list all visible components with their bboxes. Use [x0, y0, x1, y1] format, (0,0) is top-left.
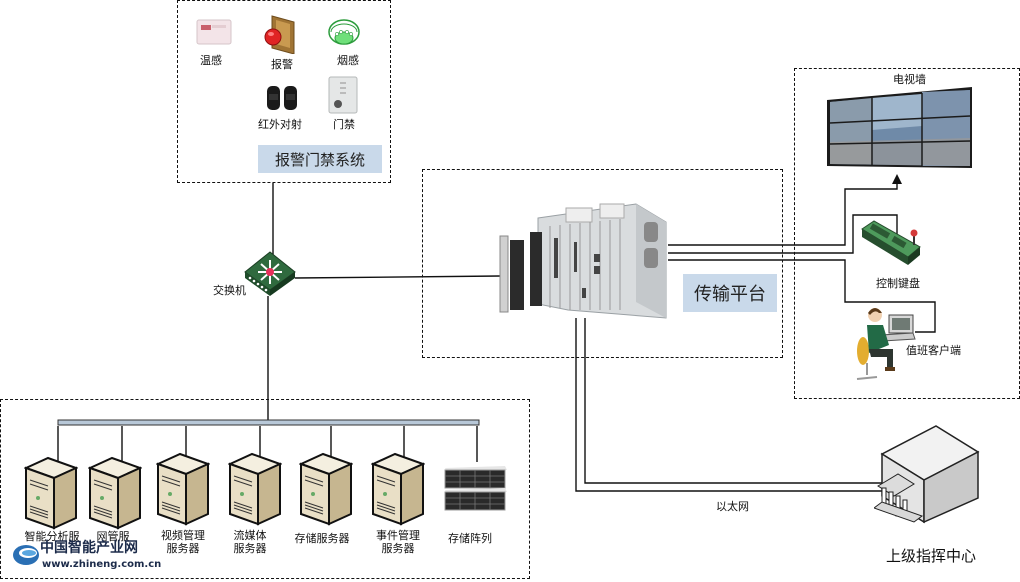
watermark-logo-icon [12, 543, 40, 567]
server-label: 流媒体服务器 [233, 529, 267, 555]
network-switch-icon[interactable] [243, 250, 297, 298]
video-wall-icon[interactable] [826, 86, 974, 174]
server-label: 视频管理服务器 [161, 529, 205, 555]
wire-switch-transport [294, 275, 501, 279]
tv-wall-label: 电视墙 [893, 73, 926, 86]
device-label: 烟感 [337, 54, 359, 67]
wire-transport-client [668, 259, 936, 333]
server-group [0, 399, 530, 579]
server-label: 智能分析服 [24, 530, 80, 543]
storage-array-icon[interactable] [443, 464, 509, 516]
access-control-icon [328, 76, 358, 114]
device-label: 报警 [271, 58, 293, 71]
server-label: 事件管理服务器 [376, 529, 420, 555]
wire-ethernet-inner [584, 318, 882, 484]
server-label: 网管服 [96, 530, 130, 543]
chassis-rack-icon[interactable] [496, 198, 672, 324]
server-bus-bar [57, 419, 480, 426]
operator-workstation-icon[interactable] [855, 305, 917, 385]
client-label: 值班客户端 [906, 344, 961, 357]
server-tower-icon[interactable] [87, 456, 143, 530]
infrared-beam-icon [266, 85, 298, 111]
device-label: 门禁 [333, 118, 355, 131]
server-tower-icon[interactable] [370, 452, 426, 526]
transport-title: 传输平台 [683, 274, 777, 312]
keyboard-label: 控制键盘 [876, 277, 920, 290]
server-tower-icon[interactable] [155, 452, 211, 526]
server-tower-icon[interactable] [23, 456, 79, 530]
server-label: 存储阵列 [448, 532, 492, 545]
arrow-head-icon [892, 174, 902, 184]
wire-transport-keyboard [668, 214, 898, 254]
server-tower-icon[interactable] [298, 452, 354, 526]
building-icon[interactable] [872, 424, 982, 524]
server-tower-icon[interactable] [227, 452, 283, 526]
device-label: 红外对射 [258, 118, 302, 131]
transport-group [422, 169, 783, 358]
server-label: 存储服务器 [294, 532, 350, 545]
watermark-url: www.zhineng.com.cn [42, 559, 162, 570]
temperature-sensor-icon [196, 18, 232, 46]
device-label: 温感 [200, 54, 222, 67]
ethernet-label: 以太网 [716, 500, 749, 513]
wire-ethernet-outer [575, 318, 882, 492]
alarm-system-group [177, 0, 391, 183]
watermark-name: 中国智能产业网 [40, 540, 138, 556]
smoke-detector-icon [327, 18, 361, 48]
wire-transport-tvwall [668, 182, 898, 246]
alarm-button-icon [262, 14, 298, 55]
alarm-system-title: 报警门禁系统 [258, 145, 382, 173]
control-keyboard-icon[interactable] [860, 219, 930, 269]
command-center-label: 上级指挥中心 [886, 547, 977, 565]
switch-label: 交换机 [213, 284, 246, 297]
